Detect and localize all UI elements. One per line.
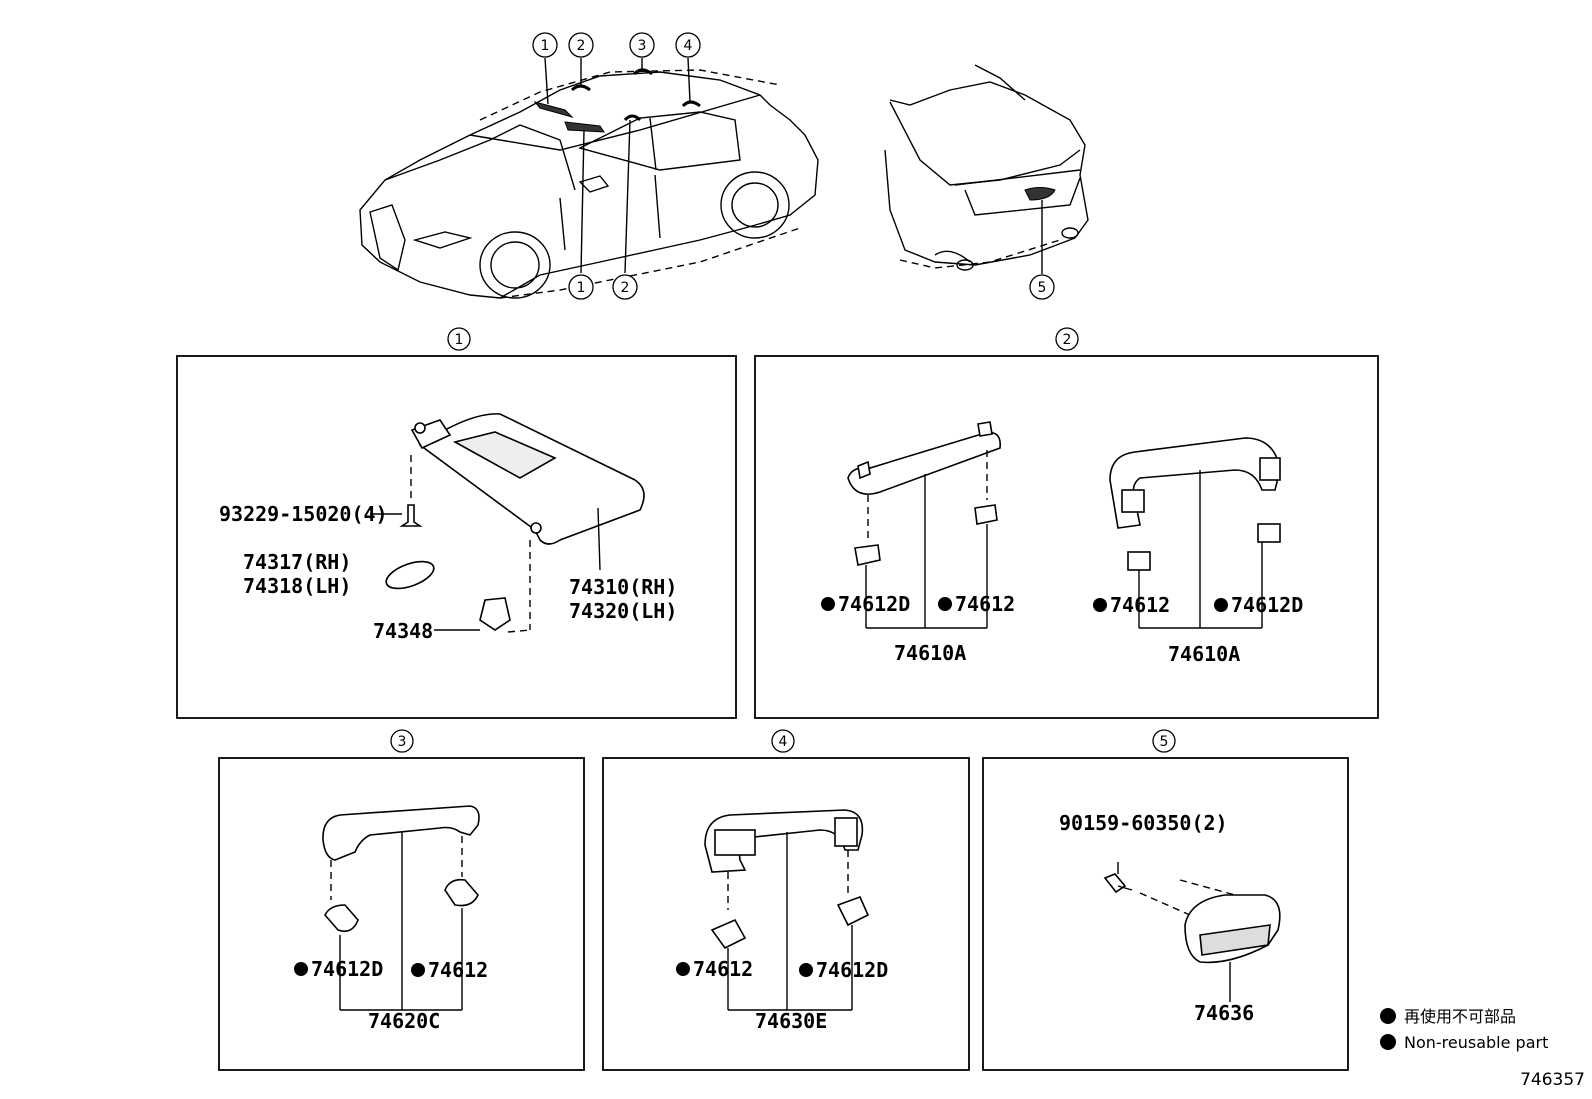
section-1-marker: 1 [455, 332, 464, 348]
section-2-marker: 2 [1063, 332, 1072, 348]
car-marker-1-bottom: 1 [577, 280, 586, 296]
part-74348: 74348 [373, 619, 433, 643]
car-rear-callout: 5 [1029, 274, 1055, 300]
part-74318-lh: 74318(LH) [243, 574, 351, 598]
part-74612-s3: 74612 [428, 958, 488, 982]
car-marker-1-top: 1 [541, 38, 550, 54]
part-74636: 74636 [1194, 1001, 1254, 1025]
section-3-frame [218, 757, 585, 1071]
section-5-marker: 5 [1160, 734, 1169, 750]
part-74612d-s4: 74612D [816, 958, 888, 982]
section-3: 3 74612D 74612 74620C [218, 729, 585, 1071]
section-3-marker: 3 [398, 734, 407, 750]
car-marker-4-top: 4 [684, 38, 693, 54]
section-2: 2 74612D 74612 74610A 74612 74612D 74 [754, 327, 1379, 719]
section-2-frame [754, 355, 1379, 719]
section-5-frame [982, 757, 1349, 1071]
part-74612d-left: 74612D [838, 592, 910, 616]
section-1: 1 93229-15020(4) 74317(RH) 74318(LH) 743… [176, 327, 737, 719]
part-90159-60350: 90159-60350(2) [1059, 811, 1228, 835]
legend-jp: 再使用不可部品 [1404, 1007, 1516, 1026]
part-74612-right: 74612 [1110, 593, 1170, 617]
section-4: 4 74612 74612D 74630E [602, 729, 970, 1071]
car-marker-5: 5 [1038, 280, 1047, 296]
part-74612d-right: 74612D [1231, 593, 1303, 617]
car-callouts-bottom: 1 2 [568, 274, 638, 300]
section-4-marker: 4 [779, 734, 788, 750]
part-93229-15020: 93229-15020(4) [219, 502, 388, 526]
section-1-frame [176, 355, 737, 719]
part-74317-rh: 74317(RH) [243, 550, 351, 574]
diagram-code: 746357 [1520, 1070, 1585, 1090]
part-74612-s4: 74612 [693, 957, 753, 981]
legend-en: Non-reusable part [1404, 1033, 1548, 1052]
part-74320-lh: 74320(LH) [569, 599, 677, 623]
part-74612-left: 74612 [955, 592, 1015, 616]
legend: 再使用不可部品 Non-reusable part [1380, 1007, 1548, 1052]
section-4-frame [602, 757, 970, 1071]
part-74610a-right: 74610A [1168, 642, 1240, 666]
part-74310-rh: 74310(RH) [569, 575, 677, 599]
part-74610a-left: 74610A [894, 641, 966, 665]
part-74612d-s3: 74612D [311, 957, 383, 981]
car-callouts-top: 1 2 3 4 [532, 32, 701, 58]
car-marker-2-bottom: 2 [621, 280, 630, 296]
part-74630e: 74630E [755, 1009, 827, 1033]
car-marker-2-top: 2 [577, 38, 586, 54]
part-74620c: 74620C [368, 1009, 440, 1033]
section-5: 5 90159-60350(2) 74636 [982, 729, 1349, 1071]
car-rear-view [884, 64, 1089, 274]
car-marker-3-top: 3 [638, 38, 647, 54]
car-side-view [359, 57, 819, 299]
